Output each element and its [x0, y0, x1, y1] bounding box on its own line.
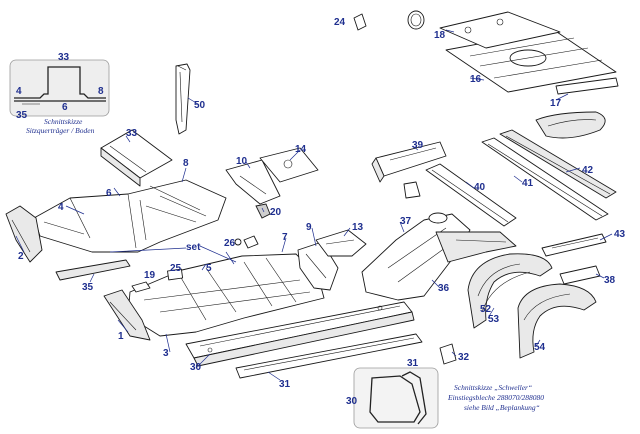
- inset-floor-caption-2: Sitzquerträger / Boden: [26, 126, 95, 135]
- callout-10: 10: [236, 156, 248, 167]
- callout-36: 36: [438, 283, 450, 294]
- inset-floor-caption-1: Schnittskizze: [44, 117, 83, 126]
- callout-52: 52: [480, 304, 492, 315]
- callout-43: 43: [614, 229, 626, 240]
- callout-13: 13: [352, 222, 364, 233]
- callout-37: 37: [400, 216, 412, 227]
- callout-31: 31: [279, 379, 291, 390]
- part-24-clip: [353, 13, 367, 31]
- part-33-seat-crossmember: [100, 129, 173, 187]
- part-17-strip: [555, 77, 619, 95]
- set-label: set: [186, 242, 201, 253]
- part-35-strip: [55, 259, 131, 281]
- callout-9: 9: [306, 222, 312, 233]
- callout-42: 42: [582, 165, 594, 176]
- part-ring: [407, 10, 425, 30]
- part-38-strip: [559, 265, 601, 285]
- inset-sill-caption-1: Schnittskizze „Schweller“: [454, 383, 532, 392]
- part-10-bracket: [225, 159, 281, 205]
- part-20-grommet: [255, 203, 271, 219]
- callout-54: 54: [534, 342, 546, 353]
- inset-label-30: 30: [346, 396, 358, 407]
- callout-7: 7: [282, 232, 288, 243]
- inset-label-6: 6: [62, 102, 68, 113]
- part-41-long-rail: [481, 137, 609, 221]
- part-13-bracket: [315, 229, 367, 257]
- callout-24: 24: [334, 17, 346, 28]
- callout-17: 17: [550, 98, 562, 109]
- callout-3: 3: [163, 348, 169, 359]
- inset-label-8: 8: [98, 86, 104, 97]
- inset-label-31: 31: [407, 358, 419, 369]
- part-25-plate: [167, 268, 184, 281]
- callout-2: 2: [18, 251, 24, 262]
- inset-sill-caption-3: siehe Bild „Beplankung“: [464, 403, 540, 412]
- callout-40: 40: [474, 182, 486, 193]
- part-39-member: [371, 141, 447, 183]
- callout-32: 32: [458, 352, 470, 363]
- inset-sill-caption-2: Einstiegsbleche 288070/288080: [447, 393, 544, 402]
- part-42-long-rail: [499, 129, 617, 199]
- part-53-wheel-arch: [467, 253, 553, 329]
- callout-25: 25: [170, 263, 182, 274]
- inset-label-4: 4: [16, 86, 22, 97]
- part-32-bracket: [439, 343, 457, 365]
- callout-19: 19: [144, 270, 156, 281]
- callout-4: 4: [58, 202, 64, 213]
- callout-30: 30: [190, 362, 202, 373]
- part-36-37-rail: [361, 212, 517, 301]
- inset-sill-section: 31 30: [346, 358, 439, 429]
- inset-label-33: 33: [58, 52, 70, 63]
- leader-lines: [15, 29, 613, 381]
- callout-20: 20: [270, 207, 282, 218]
- part-26-clip: [234, 235, 259, 249]
- part-18-panel: [439, 11, 561, 49]
- callout-38: 38: [604, 275, 616, 286]
- part-19-bracket: [131, 281, 151, 293]
- part-trunk-tub: [535, 111, 606, 139]
- callout-6: 6: [106, 188, 112, 199]
- callout-41: 41: [522, 178, 534, 189]
- inset-floor-section: 33 4 8 6 35: [9, 52, 110, 121]
- part-50-pillar: [175, 63, 191, 135]
- part-31-outer-sill: [235, 333, 423, 379]
- part-30-sill: [185, 301, 415, 367]
- callout-33: 33: [126, 128, 138, 139]
- callout-numbers: 1 2 3 4 6 8 9 10 13 14 16 17 18 19 20 24…: [18, 17, 626, 390]
- part-43-strip: [541, 233, 607, 257]
- callout-53: 53: [488, 314, 500, 325]
- callout-1: 1: [118, 331, 124, 342]
- callout-39: 39: [412, 140, 424, 151]
- inset-label-35: 35: [16, 110, 28, 121]
- callout-14: 14: [295, 144, 307, 155]
- callout-35: 35: [82, 282, 94, 293]
- callout-18: 18: [434, 30, 446, 41]
- callout-16: 16: [470, 74, 482, 85]
- part-small-cube: [403, 181, 421, 199]
- callout-8: 8: [183, 158, 189, 169]
- part-rear-floor: [5, 179, 227, 263]
- part-54-wheel-arch: [517, 283, 597, 359]
- callout-5: 5: [206, 263, 212, 274]
- callout-50: 50: [194, 100, 206, 111]
- part-14-panel: [259, 147, 319, 183]
- part-40-rail: [425, 163, 517, 227]
- callout-26: 26: [224, 238, 236, 249]
